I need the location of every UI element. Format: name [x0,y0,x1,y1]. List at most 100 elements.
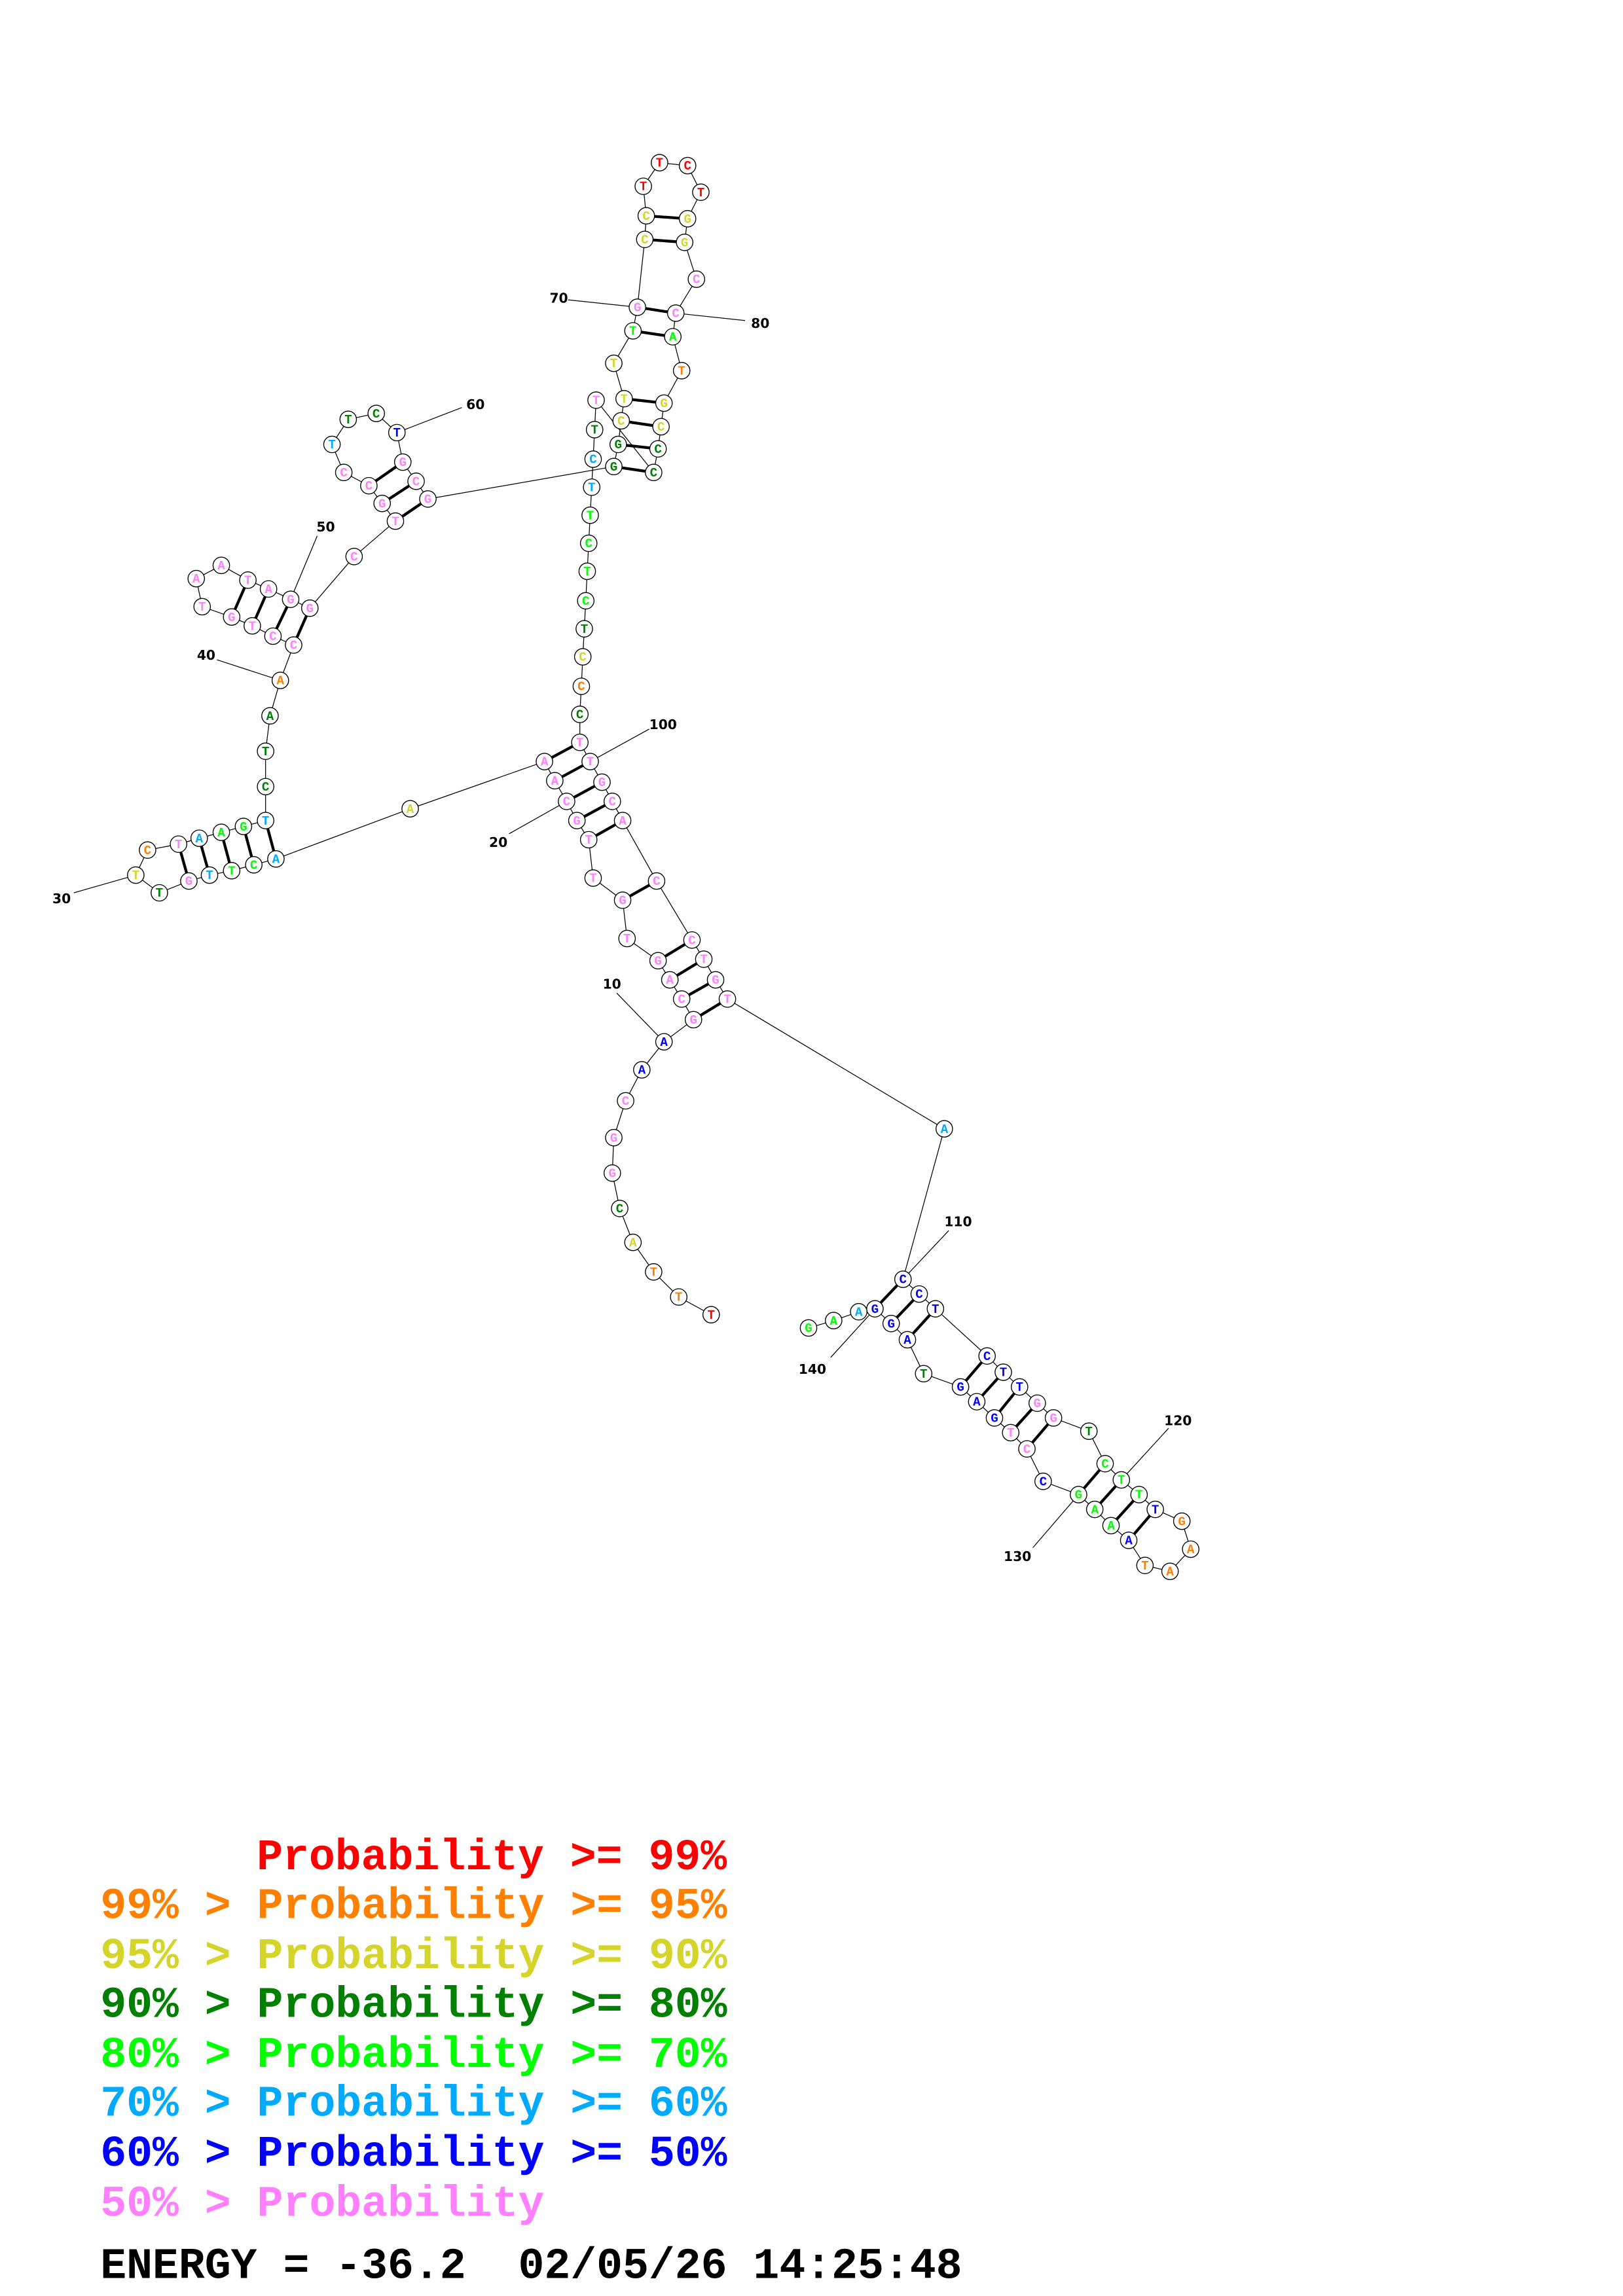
position-label: 10 [603,977,621,992]
nucleotide: G [609,435,627,454]
nucleotide-circle [611,1200,629,1217]
nucleotide-letter: C [678,993,685,1007]
backbone-segment [428,466,614,500]
position-label-line [676,312,746,321]
nucleotide-circle [678,156,697,175]
nucleotide: G [1044,1409,1063,1427]
nucleotide: G [373,494,391,512]
nucleotide-letter: C [617,414,625,429]
nucleotide-circle [898,1331,917,1349]
nucleotide-circle [910,1285,928,1303]
nucleotide-circle [127,866,145,884]
nucleotide-letter: T [587,755,594,770]
base-pairs [177,214,1157,1541]
nucleotide-letter: G [887,1317,895,1331]
legend-item-below-50: 50% > Probability [100,2180,544,2229]
nucleotide-circle [645,1263,663,1281]
backbone-segment [727,998,945,1130]
nucleotide-letter: A [1187,1543,1195,1557]
nucleotide-letter: T [656,156,664,171]
nucleotide-circle [151,884,168,902]
nucleotide-letter: C [693,273,701,287]
nucleotide: G [282,590,300,608]
nucleotide-circle [799,1319,818,1337]
nucleotide-letter: T [593,394,600,408]
nucleotide: C [894,1270,912,1288]
position-label: 30 [52,891,71,906]
nucleotide: A [633,1061,651,1079]
nucleotide: T [388,423,406,442]
position-label: 140 [799,1361,826,1377]
nucleotide: A [259,580,278,598]
nucleotide-letter: T [629,325,637,339]
nucleotide-letter: A [1107,1519,1115,1534]
nucleotide-letter: G [185,874,193,889]
nucleotide: T [1010,1378,1029,1396]
nucleotide-letter: G [1049,1412,1057,1426]
position-label-line [568,299,638,308]
nucleotide-letter: G [619,894,627,908]
nucleotide-circle [1044,1409,1063,1427]
nucleotide-letter: T [697,186,705,200]
nucleotide-letter: T [1016,1380,1024,1395]
nucleotide: C [1018,1440,1036,1458]
nucleotide: C [611,1200,629,1217]
nucleotide: C [672,990,691,1008]
nucleotide-circle [584,869,602,887]
nucleotide-circle [593,773,611,791]
nucleotide-circle [651,154,668,171]
nucleotide-circle [1161,1562,1179,1581]
nucleotide: A [613,812,632,829]
nucleotide: T [584,869,602,887]
nucleotide-circle [936,1120,953,1138]
nucleotide: T [1130,1486,1148,1503]
nucleotide-letter: G [634,301,642,315]
nucleotide-letter: A [638,1064,646,1078]
nucleotide-circle [190,829,208,848]
nucleotide-circle [579,831,598,849]
nucleotide: G [799,1319,818,1337]
nucleotide-circle [1010,1378,1029,1396]
nucleotide: G [706,971,725,989]
nucleotide: A [655,1033,673,1051]
nucleotide-circle [695,950,713,968]
nucleotide-letter: C [672,307,680,321]
nucleotide: T [618,929,636,948]
nucleotide-circle [259,580,278,598]
nucleotide-circle [1102,1516,1120,1535]
nucleotide-circle [257,742,274,761]
nucleotide: T [257,812,274,829]
nucleotide: T [1136,1556,1154,1575]
nucleotide-letter: T [650,1265,658,1280]
nucleotide-letter: C [616,1202,624,1217]
nucleotide: A [212,556,230,575]
nucleotide: T [578,562,596,581]
nucleotide: A [190,829,208,848]
nucleotide: T [581,753,599,770]
nucleotide-letter: C [1101,1457,1108,1471]
nucleotide: A [1102,1516,1120,1535]
nucleotide-circle [386,512,405,530]
nucleotide: T [1080,1422,1098,1440]
nucleotide-circle [1085,1500,1104,1518]
nucleotide: A [546,772,564,790]
nucleotide-circle [323,435,341,454]
position-label-line [830,1308,875,1358]
nucleotide-circle [271,672,289,689]
nucleotide-letter: G [681,236,689,250]
nucleotide: T [634,177,652,195]
nucleotide: C [257,778,274,796]
nucleotide-letter: A [941,1122,949,1137]
nucleotide-letter: A [629,1236,637,1250]
nucleotide: T [615,389,633,408]
nucleotide-letter: C [642,209,650,224]
nucleotide: G [676,233,693,251]
nucleotide-letter: T [581,622,589,637]
nucleotide-letter: T [610,357,618,371]
nucleotide-circle [683,931,701,949]
nucleotide: G [593,773,611,791]
nucleotide: T [571,733,589,751]
nucleotide-letter: A [276,674,284,689]
nucleotide-letter: A [1091,1503,1099,1517]
nucleotide-circle [572,677,591,695]
